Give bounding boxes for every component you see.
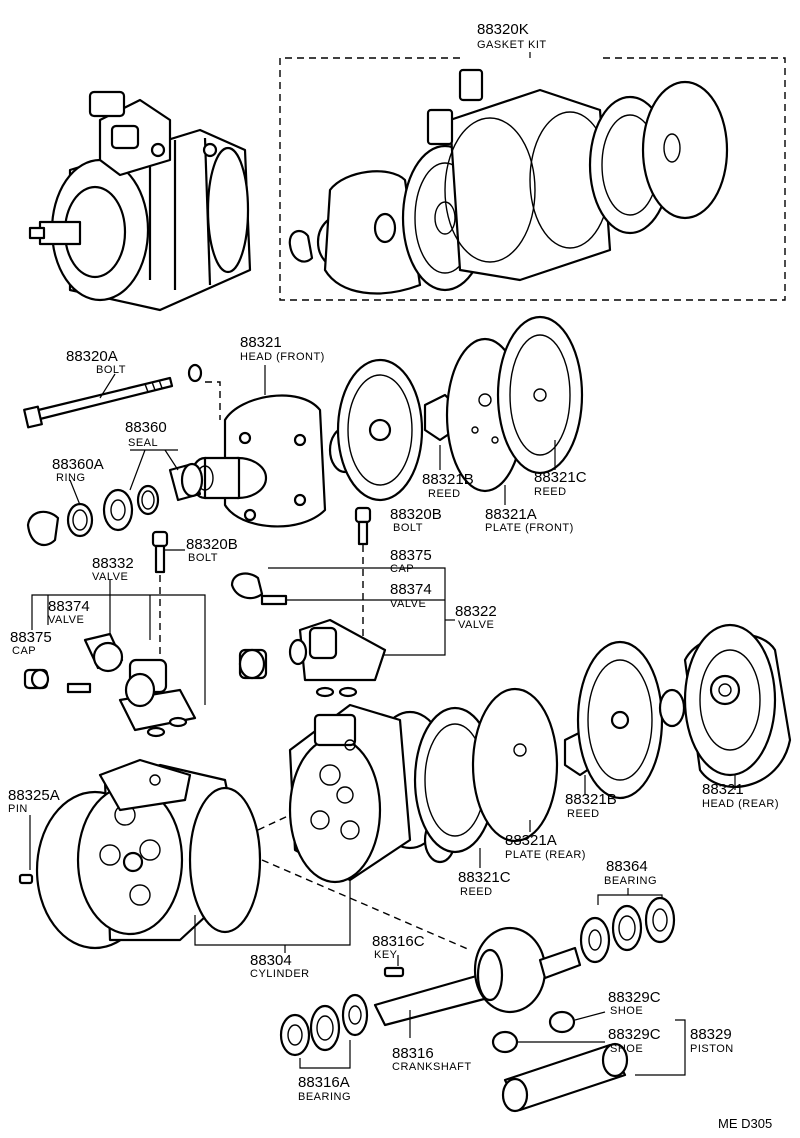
label-cap-left-name: CAP <box>12 645 36 657</box>
right-valve-parts <box>230 572 387 698</box>
label-cylinder-number: 88304 <box>250 952 292 969</box>
label-reed-c-rear-name: REED <box>460 886 493 898</box>
label-valve-small-right-number: 88374 <box>390 581 432 598</box>
label-key-number: 88316C <box>372 933 425 950</box>
label-bolt-long-number: 88320A <box>66 348 118 365</box>
label-bearing-right-name: BEARING <box>604 875 657 887</box>
label-crankshaft-number: 88316 <box>392 1045 434 1062</box>
label-valve-right-name: VALVE <box>458 619 494 631</box>
label-cap-left-number: 88375 <box>10 629 52 646</box>
label-bearing-left-name: BEARING <box>298 1091 351 1103</box>
pin-part <box>18 873 34 885</box>
label-gasket-kit-name: GASKET KIT <box>477 39 547 51</box>
label-plate-rear-name: PLATE (REAR) <box>505 849 586 861</box>
left-valve-parts <box>23 632 197 781</box>
label-bolt-long-name: BOLT <box>96 364 126 376</box>
label-cap-right-number: 88375 <box>390 547 432 564</box>
label-head-rear-number: 88321 <box>702 781 744 798</box>
label-seal-name: SEAL <box>128 437 158 449</box>
piston-parts <box>491 1010 629 1113</box>
label-key-name: KEY <box>374 949 398 961</box>
gasket-kit-parts <box>288 68 729 295</box>
front-head-part <box>189 394 327 528</box>
diagram-code: ME D305 <box>718 1116 772 1131</box>
short-bolt-right <box>354 506 372 546</box>
label-bearing-left-number: 88316A <box>298 1074 350 1091</box>
label-piston-number: 88329 <box>690 1026 732 1043</box>
label-plate-rear-number: 88321A <box>505 832 557 849</box>
label-head-front-number: 88321 <box>240 334 282 351</box>
label-piston-name: PISTON <box>690 1043 734 1055</box>
long-bolt-part <box>23 363 203 429</box>
label-pin-number: 88325A <box>8 787 60 804</box>
label-plate-front-name: PLATE (FRONT) <box>485 522 574 534</box>
label-cylinder-name: CYLINDER <box>250 968 310 980</box>
label-reed-b-front-number: 88321B <box>422 471 474 488</box>
label-valve-small-left-number: 88374 <box>48 598 90 615</box>
label-bolt-right-name: BOLT <box>393 522 423 534</box>
label-seal-number: 88360 <box>125 419 167 436</box>
label-ring-name: RING <box>56 472 86 484</box>
label-valve-left-number: 88332 <box>92 555 134 572</box>
left-cylinder-half <box>35 758 262 950</box>
label-shoe-upper-name: SHOE <box>610 1005 643 1017</box>
label-shoe-upper-number: 88329C <box>608 989 661 1006</box>
label-valve-left-name: VALVE <box>92 571 128 583</box>
front-plates <box>328 315 584 502</box>
assembled-compressor <box>28 90 252 312</box>
label-reed-c-front-name: REED <box>534 486 567 498</box>
left-bearing-parts <box>279 993 369 1057</box>
label-valve-small-left-name: VALVE <box>48 614 84 626</box>
label-shoe-lower-name: SHOE <box>610 1043 643 1055</box>
right-bearing-parts <box>579 896 676 964</box>
label-reed-c-rear-number: 88321C <box>458 869 511 886</box>
label-bolt-left-name: BOLT <box>188 552 218 564</box>
label-reed-b-front-name: REED <box>428 488 461 500</box>
label-bearing-right-number: 88364 <box>606 858 648 875</box>
label-shoe-lower-number: 88329C <box>608 1026 661 1043</box>
label-gasket-kit-number: 88320K <box>477 21 529 38</box>
label-reed-b-rear-name: REED <box>567 808 600 820</box>
label-plate-front-number: 88321A <box>485 506 537 523</box>
label-valve-small-right-name: VALVE <box>390 598 426 610</box>
label-head-rear-name: HEAD (REAR) <box>702 798 779 810</box>
rear-plates <box>413 640 686 864</box>
crankshaft-part <box>373 926 582 1027</box>
label-reed-b-rear-number: 88321B <box>565 791 617 808</box>
label-valve-right-number: 88322 <box>455 603 497 620</box>
label-crankshaft-name: CRANKSHAFT <box>392 1061 472 1073</box>
label-bolt-right-number: 88320B <box>390 506 442 523</box>
label-bolt-left-number: 88320B <box>186 536 238 553</box>
label-head-front-name: HEAD (FRONT) <box>240 351 325 363</box>
gasket-kit-frame <box>279 57 786 301</box>
label-pin-name: PIN <box>8 803 28 815</box>
label-reed-c-front-number: 88321C <box>534 469 587 486</box>
short-bolt-left <box>151 530 169 574</box>
label-ring-number: 88360A <box>52 456 104 473</box>
rear-head-part <box>683 623 792 788</box>
label-cap-right-name: CAP <box>390 563 414 575</box>
